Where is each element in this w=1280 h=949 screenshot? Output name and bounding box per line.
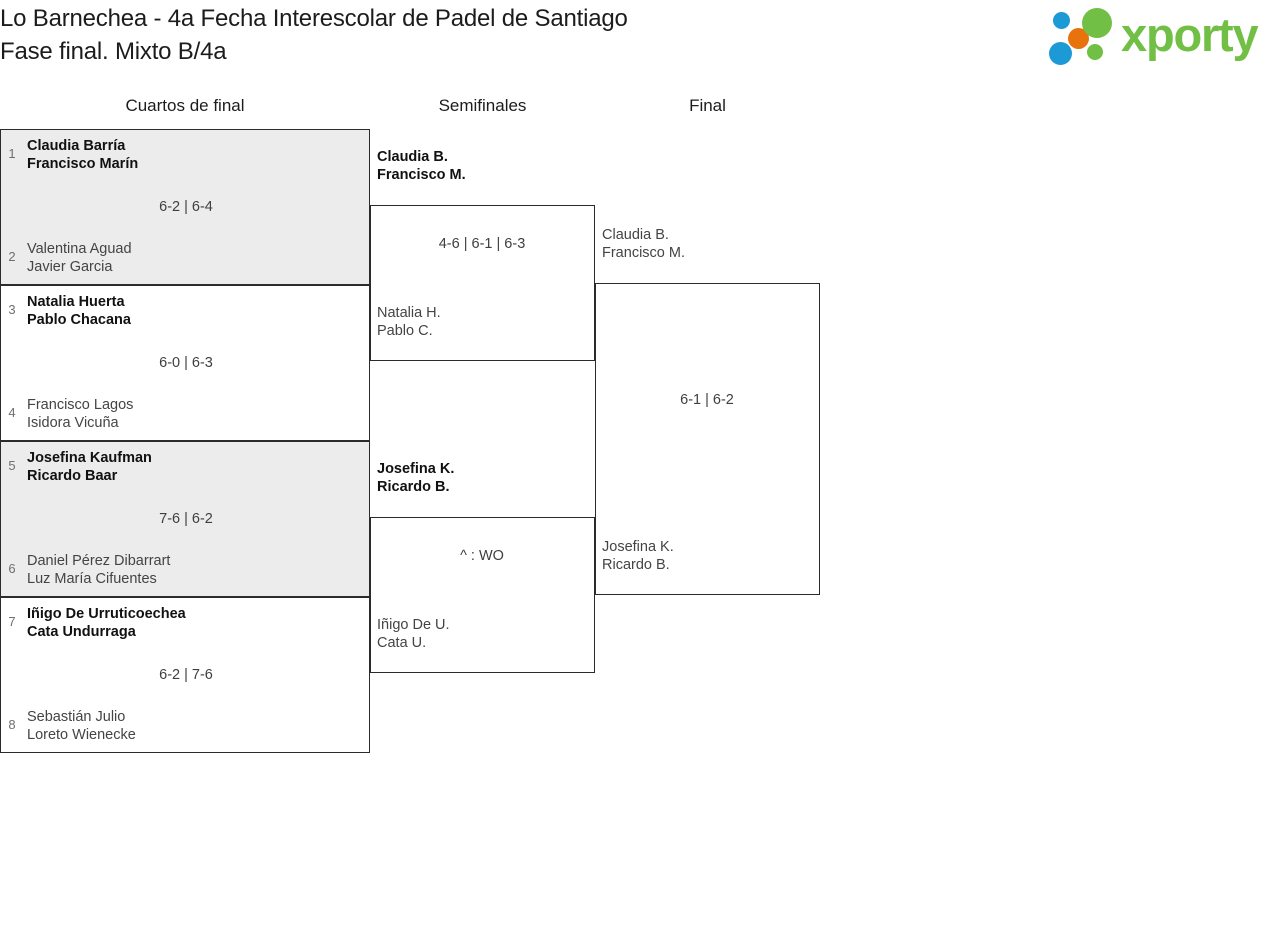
seed-number: 6 [8,561,16,576]
seed-number: 5 [8,458,16,473]
seed-number: 2 [8,249,16,264]
match-score: 6-0 | 6-3 [159,355,213,371]
seed-number: 1 [8,146,16,161]
team-name-top: Josefina Kaufman Ricardo Baar [27,450,152,484]
team-name-bottom: Francisco Lagos Isidora Vicuña [27,397,134,431]
logo-dot-green-large [1082,8,1112,38]
team-name-bottom: Valentina Aguad Javier Garcia [27,241,132,275]
logo-wordmark: xporty [1121,8,1259,61]
round-header-semifinals: Semifinales [438,96,527,115]
team-name-bottom: Iñigo De U. Cata U. [377,617,450,651]
page-title: Lo Barnechea - 4a Fecha Interescolar de … [0,5,628,65]
logo-dots-icon [1049,6,1127,66]
seed-number: 8 [8,717,16,732]
round-header-quarterfinals: Cuartos de final [125,96,245,115]
team-name-bottom: Daniel Pérez Dibarrart Luz María Cifuent… [27,553,171,587]
match-score: 7-6 | 6-2 [159,511,213,527]
match-score: 6-2 | 6-4 [159,199,213,215]
match-score: 6-2 | 7-6 [159,667,213,683]
match-quarterfinal-3[interactable]: 5 Josefina Kaufman Ricardo Baar 7-6 | 6-… [0,441,370,597]
xporty-logo: xporty [1049,4,1275,68]
round-header-final: Final [689,96,726,115]
team-name-top: Claudia Barría Francisco Marín [27,138,139,172]
seed-number: 4 [8,405,16,420]
match-semifinal-1[interactable] [370,205,595,361]
match-score: 4-6 | 6-1 | 6-3 [438,236,526,252]
team-name-top: Natalia Huerta Pablo Chacana [27,294,131,328]
team-name-top: Claudia B. Francisco M. [377,149,466,183]
team-name-top: Claudia B. Francisco M. [602,227,685,261]
match-score: ^ : WO [460,548,504,564]
seed-number: 3 [8,302,16,317]
team-name-top: Josefina K. Ricardo B. [377,461,455,495]
logo-dot-green-small [1087,44,1103,60]
logo-dot-orange [1068,28,1089,49]
logo-dot-blue-small [1053,12,1070,29]
match-quarterfinal-1[interactable]: 1 Claudia Barría Francisco Marín 6-2 | 6… [0,129,370,285]
team-name-bottom: Sebastián Julio Loreto Wienecke [27,709,136,743]
team-name-bottom: Natalia H. Pablo C. [377,305,441,339]
page-header: Lo Barnechea - 4a Fecha Interescolar de … [0,0,1280,78]
match-quarterfinal-4[interactable]: 7 Iñigo De Urruticoechea Cata Undurraga … [0,597,370,753]
match-quarterfinal-2[interactable]: 3 Natalia Huerta Pablo Chacana 6-0 | 6-3… [0,285,370,441]
match-semifinal-2[interactable] [370,517,595,673]
match-final[interactable] [595,283,820,595]
logo-dot-blue-large [1049,42,1072,65]
team-name-bottom: Josefina K. Ricardo B. [602,539,674,573]
match-score: 6-1 | 6-2 [680,392,734,408]
seed-number: 7 [8,614,16,629]
team-name-top: Iñigo De Urruticoechea Cata Undurraga [27,606,186,640]
